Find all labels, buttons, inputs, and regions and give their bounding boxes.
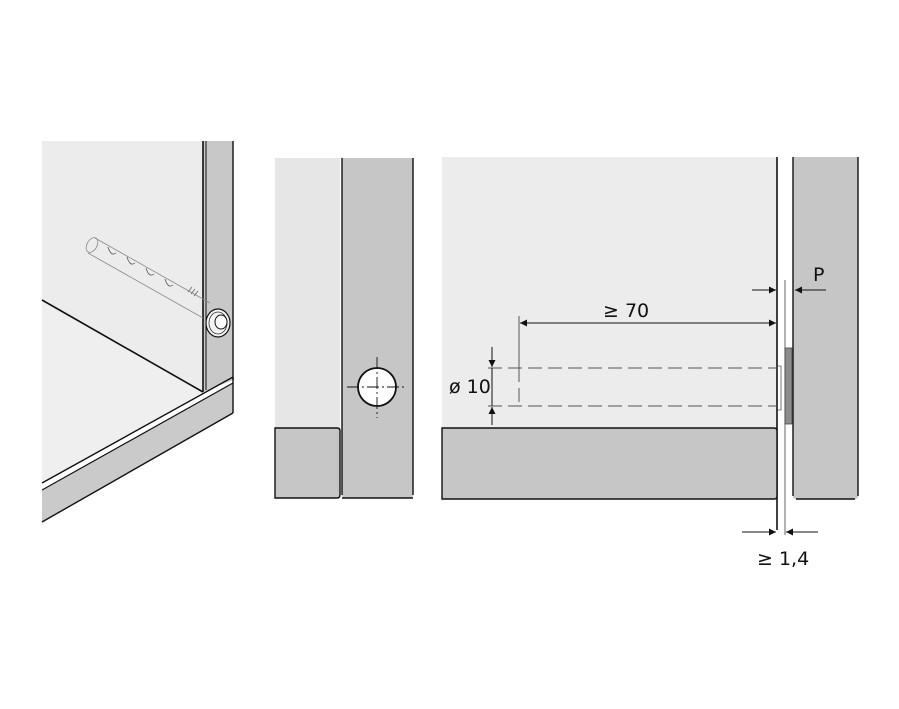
gap-label: ≥ 1,4	[757, 548, 809, 570]
gap-dimension: ≥ 1,4	[742, 528, 818, 570]
drill-hole-icon	[347, 357, 407, 418]
buffer-plate	[784, 347, 793, 425]
front-back-panel	[275, 158, 340, 428]
front-view	[274, 158, 414, 499]
bottom-panel-edge	[42, 383, 233, 522]
side-panel-edge	[203, 141, 233, 392]
diameter-dimension: ø 10	[449, 347, 496, 425]
diameter-label: ø 10	[449, 376, 491, 398]
bore-hidden-lines	[488, 367, 777, 407]
section-view: ≥ 70 ø 10 P ≥ 1,4	[441, 157, 859, 570]
front-bottom-panel	[274, 427, 341, 499]
protrusion-dimension: P	[752, 264, 826, 294]
depth-dimension: ≥ 70	[518, 300, 776, 368]
buffer-head-icon	[205, 308, 231, 338]
section-side-panel	[442, 157, 777, 429]
section-bottom-panel	[441, 427, 778, 500]
protrusion-label: P	[813, 264, 824, 286]
depth-label: ≥ 70	[603, 300, 649, 322]
cabinet-interior	[42, 141, 203, 392]
section-front-panel	[793, 157, 858, 499]
buffer-body-icon	[85, 237, 211, 319]
isometric-view	[41, 141, 234, 523]
bottom-panel-top	[42, 300, 203, 483]
front-side-panel	[342, 158, 413, 498]
